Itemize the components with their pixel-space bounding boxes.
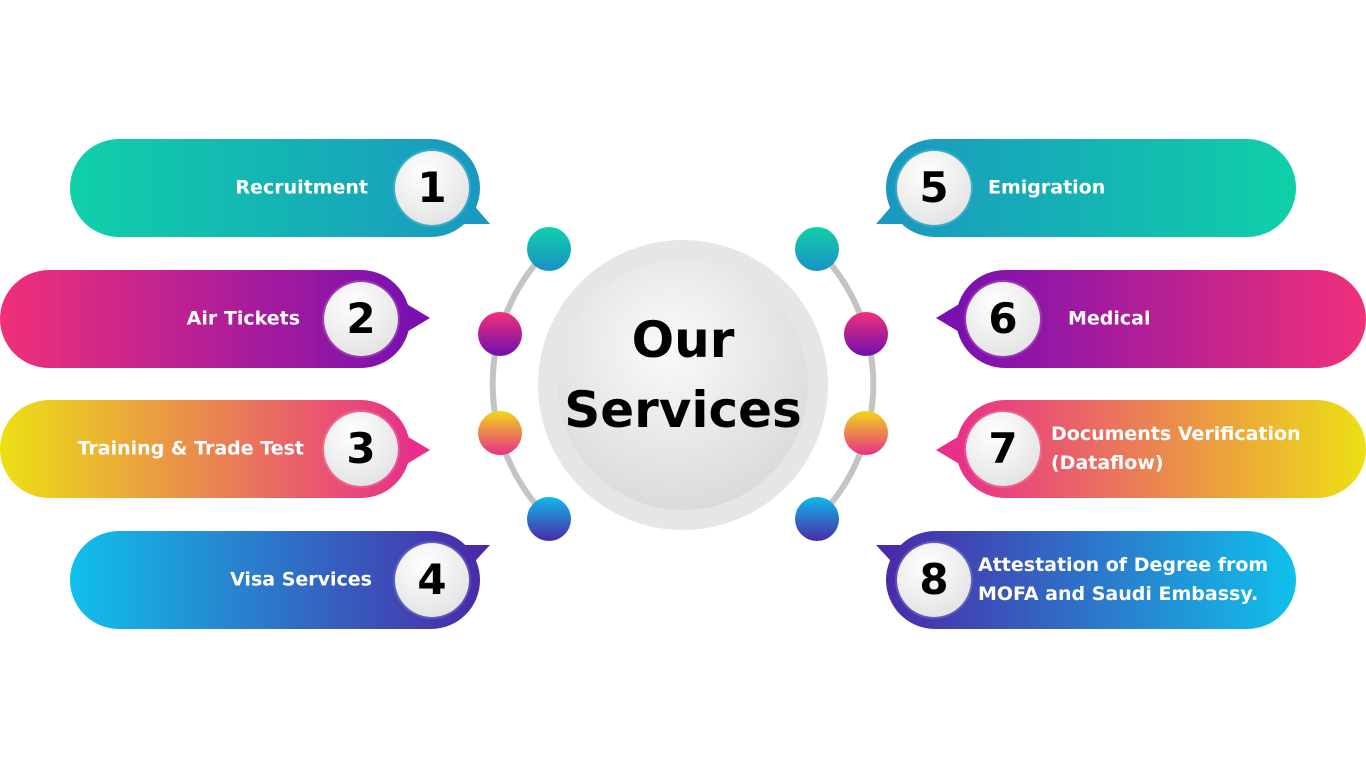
service-number-badge: 3 [324,412,398,486]
service-label: Training & Trade Test [77,437,304,460]
service-emigration: 5 Emigration [886,139,1296,237]
service-label: Recruitment [235,176,368,199]
center-title-line2: Services [564,381,802,439]
dot-6 [844,312,888,356]
dot-5 [795,227,839,271]
service-label-line2: MOFA and Saudi Embassy. [978,583,1259,605]
service-label: Attestation of Degree from MOFA and Saud… [978,551,1268,609]
service-label: Emigration [988,176,1106,199]
center-circle-inner [558,260,808,510]
dot-7 [844,411,888,455]
service-label-line1: Attestation of Degree from [978,554,1269,576]
service-training: Training & Trade Test 3 [0,400,410,498]
service-documents-verification: 7 Documents Verification (Dataflow) [956,400,1366,498]
service-label: Air Tickets [186,307,300,330]
service-label: Visa Services [230,568,372,591]
service-number-badge: 5 [897,151,971,225]
left-arc [489,246,552,522]
dot-1 [527,227,571,271]
service-air-tickets: Air Tickets 2 [0,270,410,368]
service-number-badge: 6 [966,282,1040,356]
service-recruitment: Recruitment 1 [70,139,480,237]
service-label-line2: (Dataflow) [1051,452,1164,474]
center-title: Our Services [543,305,823,445]
service-number-badge: 7 [966,412,1040,486]
service-visa: Visa Services 4 [70,531,480,629]
service-label-line1: Documents Verification [1051,423,1301,445]
service-number-badge: 2 [324,282,398,356]
dot-2 [478,312,522,356]
right-arc [814,246,877,522]
service-label: Documents Verification (Dataflow) [1051,420,1301,478]
dot-3 [478,411,522,455]
service-attestation: 8 Attestation of Degree from MOFA and Sa… [886,531,1296,629]
dot-4 [527,497,571,541]
service-label: Medical [1068,307,1151,330]
service-number-badge: 4 [395,543,469,617]
service-medical: 6 Medical [956,270,1366,368]
service-number-badge: 8 [897,543,971,617]
service-number-badge: 1 [395,151,469,225]
dot-8 [795,497,839,541]
center-title-line1: Our [631,311,735,369]
